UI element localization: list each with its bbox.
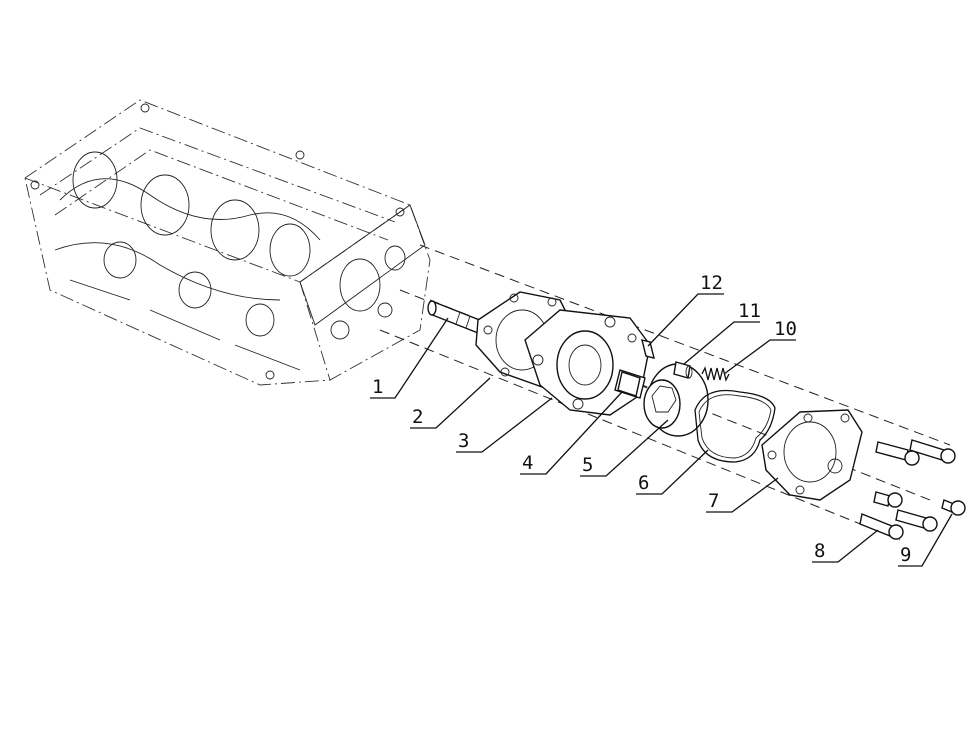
callout-labels: 1 2 3 4 5 6 7 8 9 10 11 12: [372, 272, 911, 566]
bolt: [909, 439, 956, 464]
bolt: [873, 491, 903, 508]
callout-10: 10: [774, 318, 797, 340]
part-7-cover: [761, 409, 863, 501]
callout-4: 4: [522, 452, 533, 474]
part-12-pin: [641, 339, 655, 359]
engine-block: [24, 99, 431, 386]
part-11-plug: [673, 361, 693, 379]
callout-11: 11: [738, 300, 761, 322]
callout-6: 6: [638, 472, 649, 494]
callout-5: 5: [582, 454, 593, 476]
bolt: [941, 499, 966, 516]
callout-12: 12: [700, 272, 723, 294]
leader-lines: [370, 293, 953, 567]
callout-2: 2: [412, 406, 423, 428]
part-5-outer-rotor: [643, 363, 709, 437]
callout-1: 1: [372, 376, 383, 398]
callout-3: 3: [458, 430, 469, 452]
callout-7: 7: [708, 490, 719, 512]
bolt: [895, 509, 938, 532]
bolt: [859, 513, 904, 540]
part-6-seal-ring: [694, 389, 776, 463]
callout-8: 8: [814, 540, 825, 562]
part-3-pump-housing: [524, 309, 651, 416]
part-4-inner-rotor: [617, 371, 641, 397]
callout-9: 9: [900, 544, 911, 566]
bolts: [859, 439, 966, 540]
